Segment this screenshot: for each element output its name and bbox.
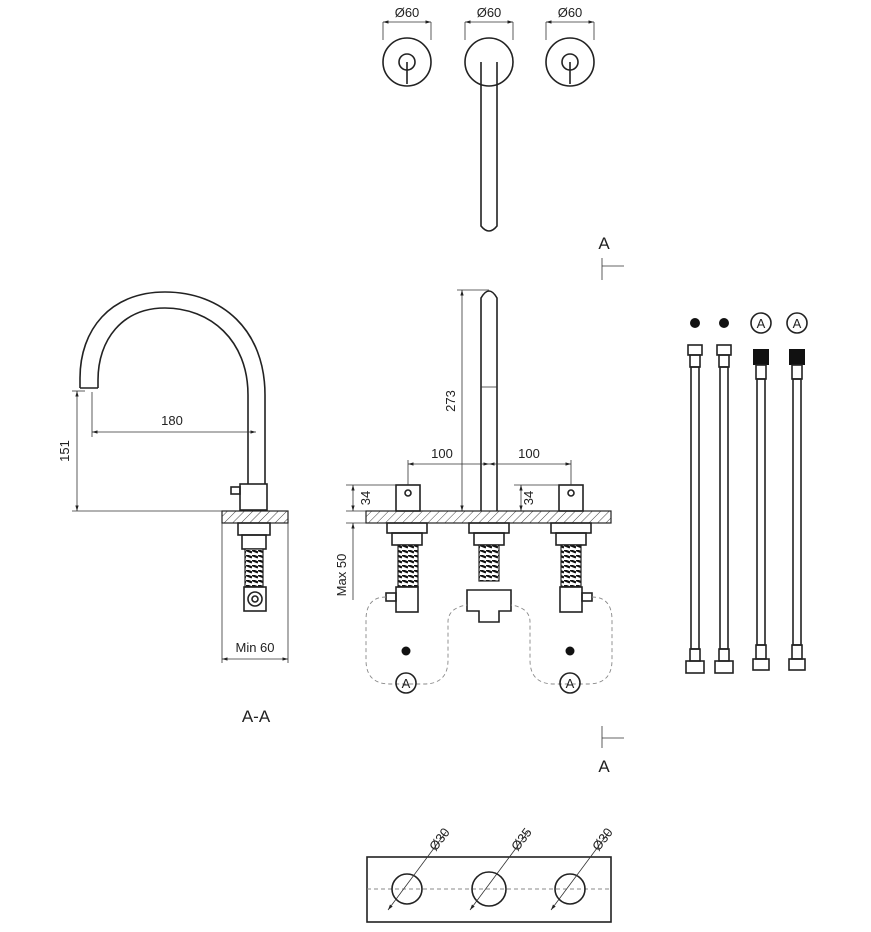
hose-tag-left: A [402, 676, 411, 691]
svg-text:A: A [598, 234, 610, 253]
dim-hole-right: Ø30 [589, 825, 616, 854]
section-marker-top: A [598, 234, 624, 280]
dim-hole-left: Ø30 [426, 825, 453, 854]
dim-top-center: Ø60 [477, 5, 502, 20]
hole-center [471, 871, 507, 907]
dim-spacing-right: 100 [518, 446, 540, 461]
dim-handle-left: 34 [358, 491, 373, 505]
top-handle-right [545, 37, 595, 87]
front-spout [480, 290, 498, 511]
top-handle-left [382, 37, 432, 87]
dim-reach: 180 [161, 413, 183, 428]
front-deck [365, 510, 612, 524]
section-view: 151 180 Min 60 A-A [57, 291, 289, 726]
hole-right [554, 873, 586, 905]
thread-shank [244, 548, 264, 588]
front-handle-right [558, 484, 584, 512]
dim-spacing-left: 100 [431, 446, 453, 461]
hole-left [391, 873, 423, 905]
dim-hole-center: Ø35 [508, 825, 535, 854]
dim-height: 151 [57, 440, 72, 462]
dim-min-depth: Min 60 [235, 640, 274, 655]
dim-max-thickness: Max 50 [334, 554, 349, 597]
svg-text:A: A [598, 757, 610, 776]
hose-dot-left [401, 646, 411, 656]
hose-3 [752, 349, 770, 671]
dim-spout-height: 273 [443, 390, 458, 412]
hose-tag-right: A [566, 676, 575, 691]
hose-4 [788, 349, 806, 671]
hose-2 [714, 344, 734, 674]
top-spout [480, 62, 498, 232]
front-view: A A 273 100 100 34 34 Max 50 [334, 289, 613, 694]
dim-top-right: Ø60 [558, 5, 583, 20]
dim-top-left: Ø60 [395, 5, 420, 20]
top-spout-base [464, 37, 514, 87]
deck-cutout: Ø30 Ø35 Ø30 [366, 825, 616, 923]
front-handle-left [395, 484, 421, 512]
hoses: A A [685, 312, 808, 674]
top-view: Ø60 Ø60 Ø60 [382, 5, 595, 232]
hose-1 [685, 344, 705, 674]
hose-dot-right [565, 646, 575, 656]
hose-tag-1: A [757, 316, 766, 331]
hose-tag-2: A [793, 316, 802, 331]
dim-handle-right: 34 [521, 491, 536, 505]
section-view-label: A-A [242, 707, 271, 726]
deck-plate [221, 510, 289, 524]
section-marker-bottom: A [598, 726, 624, 776]
